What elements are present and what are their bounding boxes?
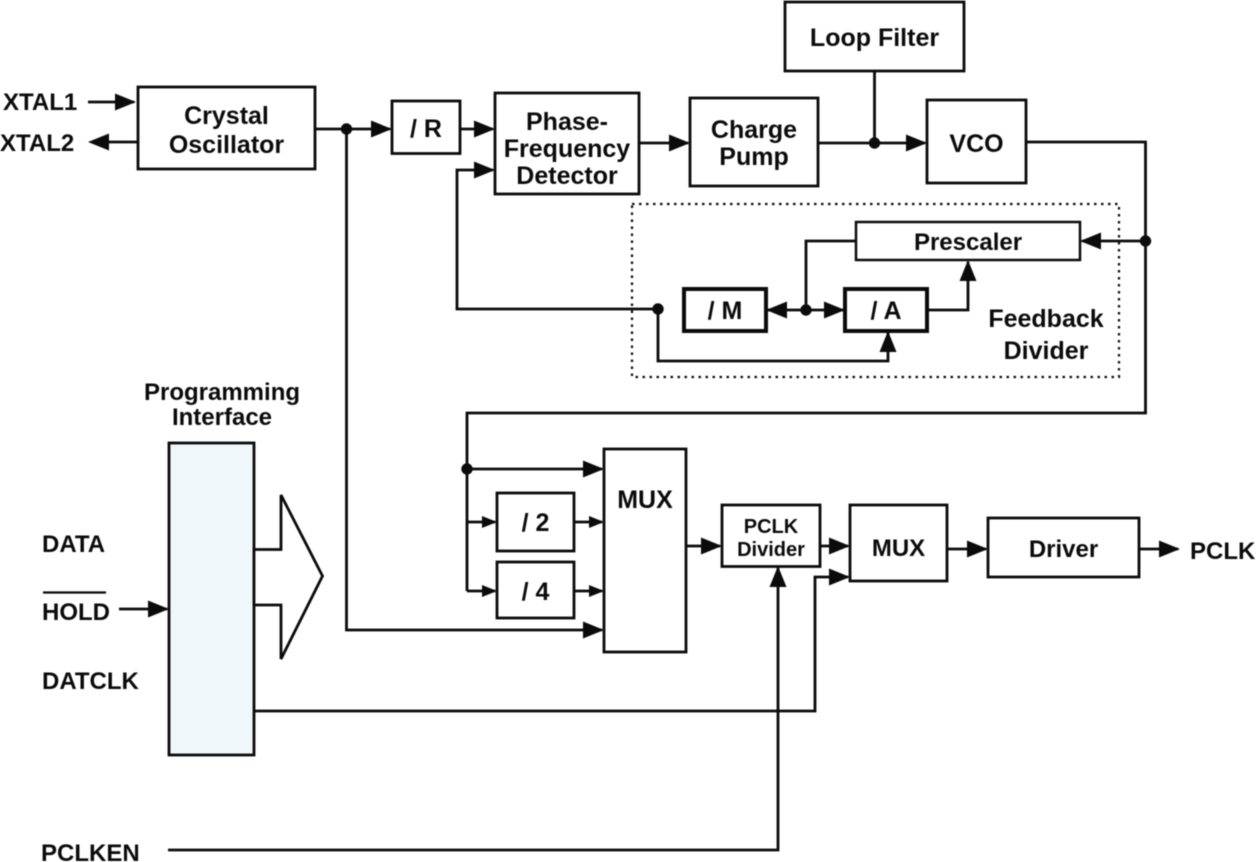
svg-text:DATCLK: DATCLK — [42, 668, 140, 695]
svg-text:PCLK: PCLK — [1190, 538, 1256, 565]
svg-text:HOLD: HOLD — [42, 599, 110, 626]
svg-text:Divider: Divider — [1004, 337, 1089, 365]
svg-text:Charge: Charge — [711, 116, 797, 144]
svg-text:XTAL2: XTAL2 — [0, 130, 74, 157]
svg-text:Frequency: Frequency — [504, 135, 631, 163]
svg-text:VCO: VCO — [949, 130, 1003, 158]
svg-text:Phase-: Phase- — [526, 108, 608, 136]
svg-text:XTAL1: XTAL1 — [3, 89, 77, 116]
svg-text:Feedback: Feedback — [988, 305, 1103, 333]
svg-text:MUX: MUX — [617, 486, 673, 514]
svg-text:DATA: DATA — [42, 531, 105, 558]
svg-text:Loop Filter: Loop Filter — [810, 24, 939, 52]
svg-text:/ 4: / 4 — [522, 578, 550, 606]
svg-text:Crystal: Crystal — [184, 102, 269, 130]
svg-text:/ M: / M — [708, 297, 743, 325]
svg-text:/ R: / R — [410, 115, 442, 143]
svg-text:MUX: MUX — [872, 535, 925, 562]
svg-text:Interface: Interface — [172, 404, 272, 431]
svg-text:/ A: / A — [870, 297, 901, 325]
svg-text:Oscillator: Oscillator — [169, 131, 285, 159]
svg-text:/ 2: / 2 — [522, 509, 550, 537]
svg-text:Divider: Divider — [737, 539, 805, 561]
svg-text:PCLK: PCLK — [744, 516, 799, 538]
svg-text:Programming: Programming — [144, 379, 300, 406]
svg-text:PCLKEN: PCLKEN — [41, 840, 140, 862]
svg-text:Pump: Pump — [719, 143, 788, 171]
svg-text:Driver: Driver — [1029, 536, 1098, 563]
svg-text:Prescaler: Prescaler — [914, 229, 1022, 256]
svg-text:Detector: Detector — [516, 162, 618, 190]
